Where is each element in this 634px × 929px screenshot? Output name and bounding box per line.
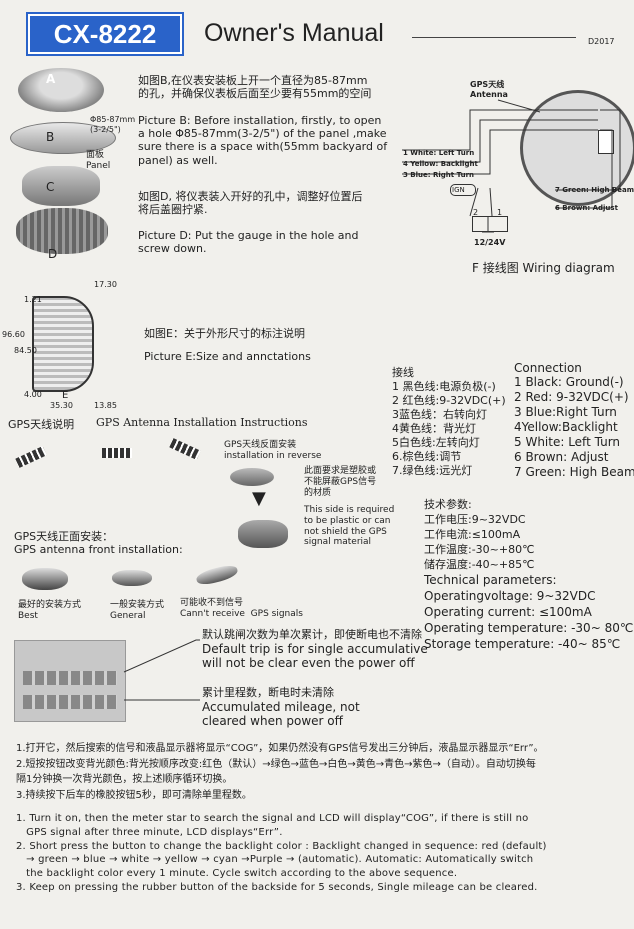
connection-cn-7: 7.绿色线:远光灯 (392, 464, 473, 477)
connection-en-5: 5 White: Left Turn (514, 435, 621, 449)
dim-13-85: 13.85 (94, 401, 117, 410)
doc-code: D2017 (588, 37, 615, 46)
install-b-en: Picture B: Before installation, firstly,… (138, 114, 388, 167)
tech-cn-title: 技术参数: (424, 498, 472, 511)
label-c: C (46, 180, 55, 194)
tech-cn-2: 工作电流:≤100mA (424, 528, 521, 541)
connection-en-4: 4Yellow:Backlight (514, 420, 618, 434)
part-d-gauge-image (16, 208, 108, 254)
label-a: A (46, 72, 56, 86)
best-label: 最好的安装方式 Best (18, 600, 82, 621)
accum-en: Accumulated mileage, not cleared when po… (202, 700, 360, 729)
dim-17-30: 17.30 (94, 280, 117, 289)
gauge-parts-illustration (10, 68, 130, 268)
cant-receive-label: 可能收不到信号 Cann't receive GPS signals (180, 598, 303, 619)
dim-35-30: 35.30 (50, 401, 73, 410)
front-install-label: GPS天线正面安装： GPS antenna front installatio… (14, 530, 183, 557)
requirement-cn: 此面要求是塑胶或 不能屏蔽GPS信号 的材质 (304, 466, 377, 498)
install-b-cn: 如图B,在仪表安装板上开一个直径为85-87mm 的孔，并确保仪表板后面至少要有… (138, 74, 372, 101)
connection-en-7: 7 Green: High Beam (514, 465, 634, 479)
dim-84-50: 84.50 (14, 346, 37, 355)
tech-en-1: Operatingvoltage: 9~32VDC (424, 589, 596, 603)
tech-en-title: Technical parameters: (424, 573, 557, 587)
battery-icon (472, 216, 508, 232)
connection-en-3: 3 Blue:Right Turn (514, 405, 617, 419)
requirement-en: This side is required to be plastic or c… (304, 505, 395, 548)
tech-en-2: Operating current: ≤100mA (424, 605, 592, 619)
connection-cn-4: 4黄色线：背光灯 (392, 422, 476, 435)
label-d: D (48, 247, 58, 261)
connection-cn-3: 3蓝色线：右转向灯 (392, 408, 487, 421)
part-c-body-image (22, 166, 100, 206)
gauge-side-image (32, 296, 94, 392)
notes-en: 1. Turn it on, then the meter star to se… (16, 813, 547, 893)
trip-cn: 默认跳闸次数为单次累计，即使断电也不清除 (202, 628, 422, 641)
connection-en-1: 1 Black: Ground(-) (514, 375, 624, 389)
lcd-display-image (14, 640, 126, 722)
notes-cn: 1.打开它，然后搜索的信号和液晶显示器将显示“COG”，如果仍然没有GPS信号发… (16, 743, 544, 801)
wire-white: 1 White: Left Turn (403, 149, 475, 157)
antenna-general-image (112, 570, 152, 586)
wire-green: 7 Green: High Beam (555, 186, 634, 194)
install-d-cn: 如图D, 将仪表装入开好的孔中，调整好位置后 将后盖圈拧紧. (138, 190, 363, 217)
satellite-icon (15, 446, 47, 468)
wire-num-1: 1 (497, 208, 503, 217)
tech-cn-3: 工作温度:-30~+80℃ (424, 543, 535, 556)
dimension-drawing (28, 290, 98, 400)
lcd-digits-bottom (23, 695, 117, 709)
down-arrow-icon: ▼ (252, 488, 266, 509)
wiring-diagram (390, 70, 634, 290)
trip-en: Default trip is for single accumulative … (202, 642, 428, 671)
picture-e-en: Picture E:Size and annctations (144, 350, 311, 363)
satellite-icon (102, 448, 132, 458)
wire-num-2: 2 (473, 208, 479, 217)
antenna-reverse-image (230, 468, 274, 486)
dim-96-60: 96.60 (2, 330, 25, 339)
gps-antenna-label: GPS天线 Antenna (470, 80, 508, 99)
connection-cn-2: 2 红色线:9-32VDC(+) (392, 394, 506, 407)
dim-1-21: 1.21 (24, 295, 42, 304)
connection-cn-1: 1 黑色线:电源负极(-) (392, 380, 496, 393)
connection-cn-title: 接线 (392, 366, 414, 379)
connection-en-6: 6 Brown: Adjust (514, 450, 609, 464)
picture-e-cn: 如图E：关于外形尺寸的标注说明 (144, 327, 305, 340)
connection-en-2: 2 Red: 9-32VDC(+) (514, 390, 629, 404)
hole-dimension: Φ85-87mm (3-2/5") (90, 115, 136, 134)
tech-cn-4: 储存温度:-40~+85℃ (424, 558, 535, 571)
general-label: 一般安装方式 General (110, 600, 165, 621)
wire-brown: 6 Brown: Adjust (555, 204, 618, 212)
gps-title-en: GPS Antenna Installation Instructions (96, 416, 308, 429)
brand-logo: CX-8222 (28, 14, 182, 54)
connector-block (598, 130, 614, 154)
part-b-panel-image (10, 122, 116, 154)
satellite-icons (10, 438, 220, 476)
panel-label: 面板 Panel (86, 150, 111, 171)
tech-en-4: Storage temperature: -40~ 85℃ (424, 637, 621, 651)
tech-cn-1: 工作电压:9~32VDC (424, 513, 526, 526)
satellite-icon (169, 438, 201, 460)
reverse-install-label: GPS天线反面安装 installation in reverse (224, 440, 322, 461)
ign-label: IGN (452, 186, 465, 194)
connection-cn-6: 6.棕色线:调节 (392, 450, 462, 463)
install-d-en: Picture D: Put the gauge in the hole and… (138, 229, 359, 256)
label-b: B (46, 130, 55, 144)
wire-blue: 3 Blue: Right Turn (403, 171, 475, 179)
gps-title-cn: GPS天线说明 (8, 418, 75, 431)
page-title: Owner's Manual (204, 19, 384, 47)
antenna-plastic-image (238, 520, 288, 548)
header-rule (412, 37, 576, 38)
dim-4-00: 4.00 (24, 390, 42, 399)
wiring-caption: F 接线图 Wiring diagram (472, 261, 615, 275)
voltage-label: 12/24V (474, 238, 506, 247)
connection-cn-5: 5白色线:左转向灯 (392, 436, 480, 449)
antenna-best-image (22, 568, 68, 590)
dim-e-label: E (62, 390, 69, 401)
connection-en-title: Connection (514, 361, 582, 375)
antenna-bad-image (194, 562, 240, 588)
tech-en-3: Operating temperature: -30~ 80℃ (424, 621, 634, 635)
accum-cn: 累计里程数，断电时未清除 (202, 686, 334, 699)
lcd-digits-top (23, 671, 117, 685)
wire-yellow: 4 Yellow: Backlight (403, 160, 478, 168)
part-a-ring-image (18, 68, 104, 112)
